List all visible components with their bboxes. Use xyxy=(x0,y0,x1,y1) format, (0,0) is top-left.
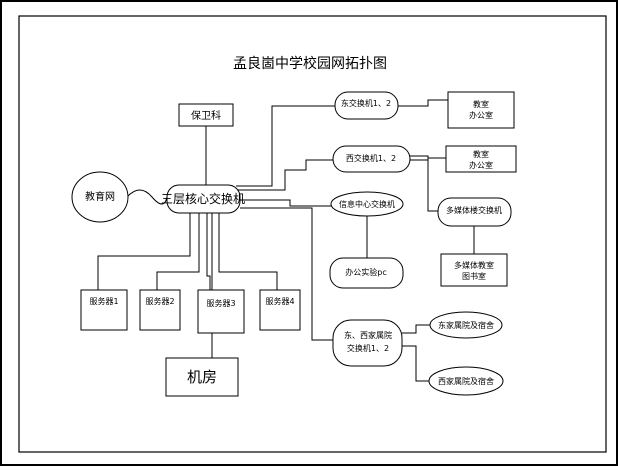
node-edu-net xyxy=(71,171,129,223)
west-room-label-1: 教室 xyxy=(473,149,489,159)
multimedia-switch-label: 多媒体楼交换机 xyxy=(446,205,502,215)
server-2-label: 服务器2 xyxy=(145,296,174,306)
link-core-server3 xyxy=(206,213,211,290)
link-west-multimedia xyxy=(410,155,438,212)
info-center-label: 信息中心交换机 xyxy=(339,199,395,209)
node-server-4 xyxy=(259,289,301,331)
node-east-switch xyxy=(334,91,399,120)
link-family-east xyxy=(402,324,430,334)
link-edu-core xyxy=(126,189,168,205)
inner-frame xyxy=(18,15,607,453)
link-core-server4 xyxy=(218,213,278,290)
machine-room-label: 机房 xyxy=(187,368,217,386)
link-core-server2 xyxy=(156,213,200,290)
node-west-switch xyxy=(332,145,411,173)
family-switch-label-1: 东、西家属院 xyxy=(344,330,392,340)
node-security xyxy=(178,103,234,127)
west-room-label-2: 办公室 xyxy=(469,160,493,170)
link-core-server1 xyxy=(97,213,191,290)
server-1-label: 服务器1 xyxy=(89,296,118,306)
node-west-room xyxy=(445,145,517,173)
link-family-west xyxy=(402,345,430,382)
node-east-room xyxy=(447,91,515,129)
link-core-east xyxy=(236,105,335,187)
node-core-switch xyxy=(166,184,241,214)
security-label: 保卫科 xyxy=(191,109,221,122)
west-family-label: 西家属院及宿舍 xyxy=(438,376,494,386)
node-server-3 xyxy=(197,289,245,334)
link-core-family xyxy=(240,207,333,341)
link-east-room xyxy=(397,99,448,107)
east-room-label-2: 办公室 xyxy=(469,110,493,120)
node-multimedia-room xyxy=(440,253,508,287)
node-east-family xyxy=(429,311,503,339)
server-4-label: 服务器4 xyxy=(265,296,294,306)
server-3-label: 服务器3 xyxy=(206,298,235,308)
edu-net-label: 教育网 xyxy=(85,190,115,203)
east-family-label: 东家属院及宿舍 xyxy=(438,320,494,330)
multimedia-room-label-2: 图书室 xyxy=(462,271,486,281)
node-multimedia-switch xyxy=(437,197,512,227)
east-room-label-1: 教室 xyxy=(473,99,489,109)
node-west-family xyxy=(428,366,504,396)
diagram-title: 孟良崮中学校园网拓扑图 xyxy=(233,55,387,72)
node-info-center xyxy=(330,191,404,217)
west-switch-label: 西交换机1、2 xyxy=(346,153,396,163)
node-family-switch xyxy=(332,319,403,367)
office-pc-label: 办公实验pc xyxy=(345,267,386,277)
multimedia-room-label-1: 多媒体教室 xyxy=(454,260,494,270)
link-core-west xyxy=(236,159,333,191)
node-server-2 xyxy=(139,289,181,331)
family-switch-label-2: 交换机1、2 xyxy=(347,343,389,353)
core-switch-label: 三层核心交换机 xyxy=(161,191,245,206)
node-office-pc xyxy=(329,257,404,289)
link-core-info xyxy=(240,199,333,207)
east-switch-label: 东交换机1、2 xyxy=(341,98,391,108)
connection-lines xyxy=(97,99,475,382)
node-machine-room xyxy=(165,357,239,397)
node-server-1 xyxy=(80,289,128,331)
